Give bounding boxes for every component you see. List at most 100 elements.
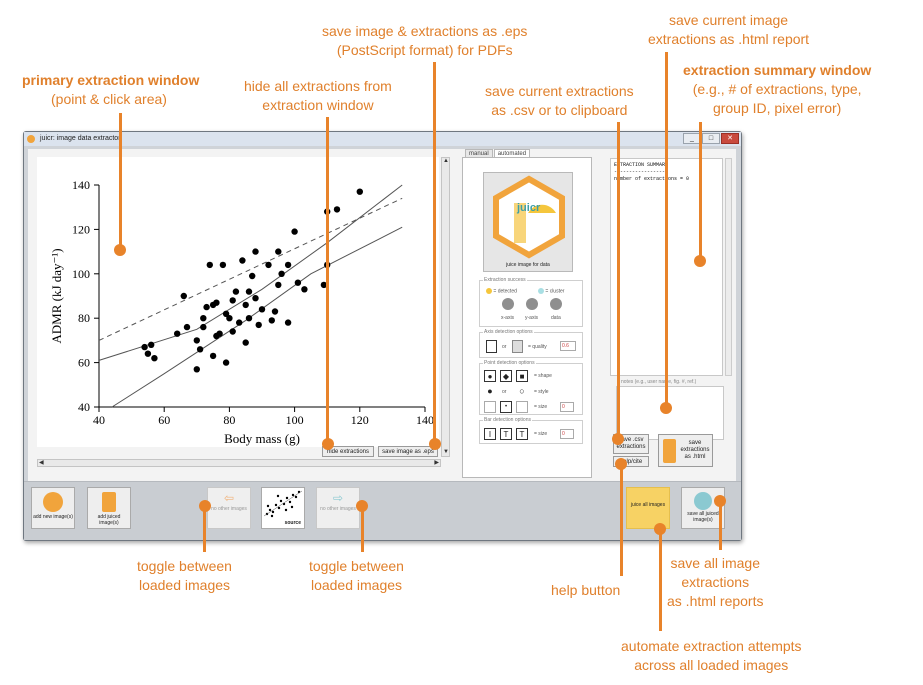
- pointer-dot-eps: [429, 438, 441, 450]
- annotation-hide-line1: hide all extractions from: [244, 78, 392, 94]
- horizontal-scrollbar[interactable]: ◀ ▶: [37, 459, 441, 467]
- style-open-button[interactable]: ○: [519, 386, 525, 396]
- y-axis-label: y-axis: [525, 315, 539, 321]
- annotation-saveall-line2: extractions: [681, 574, 750, 590]
- automated-panel: juicr juice image for data Extraction su…: [462, 157, 592, 478]
- save-all-juiced-button[interactable]: save all juiced image(s): [681, 487, 725, 529]
- data-point: [213, 299, 220, 306]
- data-point: [141, 343, 148, 351]
- next-image-button[interactable]: ⇨ no other images: [316, 487, 360, 529]
- axis-or-label: or: [502, 344, 507, 350]
- axis-detection-title: Axis detection options: [483, 329, 534, 335]
- shape-square-button[interactable]: ■: [516, 370, 528, 382]
- data-point: [320, 281, 328, 289]
- quality-input[interactable]: 0.6: [560, 341, 576, 351]
- annotation-summary-window: extraction summary window (e.g., # of ex…: [683, 61, 871, 118]
- point-detection-title: Point detection options: [483, 360, 536, 366]
- bar-style-1-button[interactable]: I: [484, 428, 496, 440]
- data-point: [252, 295, 259, 302]
- annotation-automate: automate extraction attempts across all …: [621, 637, 802, 675]
- previous-image-button[interactable]: ⇦ no other images: [207, 487, 251, 529]
- maximize-button[interactable]: □: [702, 133, 720, 144]
- annotation-help-text: help button: [551, 582, 621, 598]
- scroll-down-icon[interactable]: ▼: [443, 449, 449, 455]
- data-point: [222, 310, 230, 317]
- tab-manual[interactable]: manual: [465, 149, 493, 159]
- annotation-primary-window: primary extraction window (point & click…: [22, 71, 199, 109]
- data-point: [209, 352, 217, 360]
- data-point: [193, 366, 200, 373]
- bar-detection-group: Bar detection options I T T = size 0: [479, 417, 583, 444]
- style-filled-button[interactable]: ●: [487, 386, 493, 396]
- window-titlebar[interactable]: juicr: image data extractor _ □ ✕: [24, 132, 741, 146]
- window-controls: _ □ ✕: [683, 133, 739, 144]
- close-button[interactable]: ✕: [721, 133, 739, 144]
- add-juiced-image-button[interactable]: add juiced image(s): [87, 487, 131, 529]
- annotation-summary-title: extraction summary window: [683, 62, 872, 78]
- size-large-button[interactable]: [516, 401, 528, 413]
- data-point: [245, 315, 253, 322]
- tab-automated[interactable]: automated: [493, 149, 531, 159]
- shape-diamond-button[interactable]: ◆: [500, 370, 512, 382]
- save-image-eps-button[interactable]: save image as .eps: [378, 446, 438, 457]
- scroll-right-icon[interactable]: ▶: [434, 460, 439, 466]
- pointer-dot-csv: [612, 433, 624, 445]
- pointer-line-html: [665, 52, 668, 408]
- annotation-save-all: save all image extractions as .html repo…: [667, 554, 763, 611]
- hide-extractions-button[interactable]: hide extractions: [322, 446, 374, 457]
- regression-line: [98, 197, 403, 341]
- x-axis-title: Body mass (g): [224, 431, 300, 446]
- x-axis-label: x-axis: [501, 315, 515, 321]
- vertical-scrollbar[interactable]: ▲ ▼: [441, 157, 450, 457]
- pointer-line-toggle-left: [203, 505, 206, 552]
- annotation-help-button: help button: [551, 581, 620, 600]
- bar-style-2-button[interactable]: T: [500, 428, 512, 440]
- annotation-toggle-left-line1: toggle between: [137, 558, 232, 574]
- help-button[interactable]: help/cite: [613, 456, 649, 467]
- juice-all-images-button[interactable]: juice all images: [626, 487, 670, 529]
- x-tick-label: 60: [158, 413, 170, 427]
- scroll-up-icon[interactable]: ▲: [443, 158, 449, 164]
- annotation-saveall-line1: save all image: [670, 555, 760, 571]
- bar-detection-title: Bar detection options: [483, 417, 532, 423]
- logo-caption: juice image for data: [506, 262, 550, 268]
- y-tick-label: 100: [72, 267, 90, 281]
- bar-style-3-button[interactable]: T: [516, 428, 528, 440]
- annotation-summary-line1: (e.g., # of extractions, type,: [692, 81, 862, 97]
- annotation-csv-line2: as .csv or to clipboard: [491, 102, 628, 118]
- ci-upper-curve: [98, 184, 403, 361]
- quality-label: = quality: [528, 344, 547, 350]
- source-thumbnail[interactable]: source: [261, 487, 305, 529]
- notes-field[interactable]: [616, 386, 724, 440]
- size-medium-button[interactable]: •: [500, 401, 512, 413]
- bar-size-input[interactable]: 0: [560, 429, 574, 439]
- juice-image-button[interactable]: juicr juice image for data: [483, 172, 573, 272]
- save-html-button[interactable]: save extractions as .html: [658, 434, 713, 467]
- data-point: [174, 330, 181, 337]
- save-csv-label: save .csv extractions: [616, 437, 646, 450]
- point-size-input[interactable]: 0: [560, 402, 574, 412]
- add-new-image-button[interactable]: add new image(s): [31, 487, 75, 529]
- logo-text: juicr: [516, 202, 541, 214]
- axis-mode-light-button[interactable]: [512, 340, 523, 353]
- summary-scrollbar[interactable]: [725, 158, 732, 376]
- scroll-left-icon[interactable]: ◀: [39, 460, 44, 466]
- shape-circle-button[interactable]: ●: [484, 370, 496, 382]
- data-point: [242, 301, 249, 309]
- pointer-dot-summary: [694, 255, 706, 267]
- annotation-eps-line2: (PostScript format) for PDFs: [336, 42, 513, 58]
- data-point: [265, 261, 272, 269]
- x-tick-label: 80: [223, 413, 235, 427]
- data-point: [200, 323, 207, 331]
- axis-mode-solid-button[interactable]: [486, 340, 497, 353]
- summary-count: number of extractions = 0: [614, 176, 690, 182]
- size-small-button[interactable]: [484, 401, 496, 413]
- y-axis-title: ADMR (kJ day⁻¹): [49, 248, 64, 343]
- data-point: [216, 330, 223, 337]
- data-point: [252, 248, 259, 255]
- data-point: [229, 328, 236, 335]
- data-point: [356, 188, 363, 195]
